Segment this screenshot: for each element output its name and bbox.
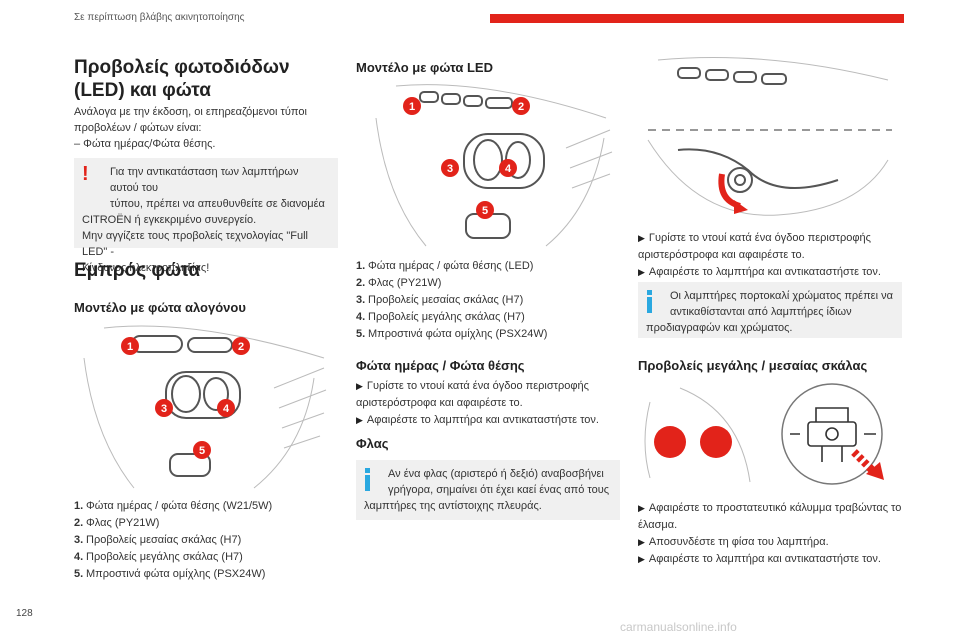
step-arrow-icon: ▶	[356, 415, 363, 425]
bulb-color-info-box: Οι λαμπτήρες πορτοκαλί χρώματος πρέπει ν…	[638, 282, 902, 338]
led-segment	[419, 91, 439, 103]
rotate-arrow	[718, 173, 741, 209]
diagram-outline	[83, 357, 135, 489]
subsection-day-lights: Φώτα ημέρας / Φώτα θέσης	[356, 358, 525, 373]
callout-marker	[121, 337, 139, 355]
header-accent-bar	[490, 14, 904, 23]
indicator-steps: ▶Γυρίστε το ντουί κατά ένα όγδοο περιστρ…	[638, 232, 881, 278]
callout-1: 1	[409, 101, 415, 113]
beam-bulb-diagram	[644, 383, 884, 485]
warning-icon: !	[82, 163, 89, 185]
callout-3: 3	[447, 163, 453, 175]
led-segment	[463, 95, 483, 107]
callout-marker	[217, 399, 235, 417]
callout-1: 1	[127, 341, 133, 353]
callout-marker	[476, 201, 494, 219]
pull-arrow	[851, 449, 875, 473]
halogen-headlamp-diagram: 1 2 3 4 5	[83, 325, 327, 489]
main-beam-housing	[463, 133, 545, 189]
beam-steps: ▶Αφαιρέστε το προστατευτικό κάλυμμα τραβ…	[638, 502, 902, 565]
callout-4: 4	[223, 403, 230, 415]
section-title-front-lights: Εμπρός φώτα	[74, 260, 201, 281]
callout-5: 5	[199, 445, 205, 457]
callout-4: 4	[505, 163, 512, 175]
list-item: 1.Φώτα ημέρας / φώτα θέσης (LED)	[356, 260, 534, 272]
led-bulb-list: 1.Φώτα ημέρας / φώτα θέσης (LED) 2.Φλας …	[356, 258, 626, 343]
step-arrow-icon: ▶	[638, 267, 645, 277]
callout-marker	[232, 337, 250, 355]
step-arrow-icon: ▶	[356, 381, 363, 391]
watermark: carmanualsonline.info	[620, 620, 737, 634]
indicator-info-box: Αν ένα φλας (αριστερό ή δεξιό) αναβοσβήν…	[356, 460, 620, 520]
list-item: 5.Μπροστινά φώτα ομίχλης (PSX24W)	[356, 328, 548, 340]
step-arrow-icon: ▶	[638, 537, 645, 547]
step-arrow-icon: ▶	[638, 233, 645, 243]
day-light-lamp	[131, 335, 183, 353]
intro-text: Ανάλογα με την έκδοση, οι επηρεαζόμενοι …	[74, 106, 307, 150]
subsection-halogen: Μοντέλο με φώτα αλογόνου	[74, 300, 246, 315]
led-callouts: 1 2 3 4 5	[403, 97, 530, 219]
led-headlamp-diagram: 1 2 3 4 5	[375, 84, 613, 247]
step-arrow-icon: ▶	[638, 554, 645, 564]
bulb-socket	[727, 167, 753, 193]
list-item: 3.Προβολείς μεσαίας σκάλας (H7)	[74, 534, 242, 546]
dipped-beam-lamp	[473, 139, 503, 181]
subsection-indicators: Φλας	[356, 436, 389, 451]
diagram-outline	[253, 377, 315, 489]
rotate-arrow-head	[734, 200, 748, 214]
callout-3: 3	[161, 403, 167, 415]
high-beam-cover	[700, 426, 732, 458]
callout-marker	[403, 97, 421, 115]
callout-marker	[441, 159, 459, 177]
list-item: 5.Μπροστινά φώτα ομίχλης (PSX24W)	[74, 568, 266, 580]
callout-marker	[499, 159, 517, 177]
main-beam-housing	[165, 371, 241, 419]
warning-box: ! Για την αντικατάσταση των λαμπτήρων αυ…	[74, 158, 338, 274]
callout-marker	[512, 97, 530, 115]
subsection-beams: Προβολείς μεγάλης / μεσαίας σκάλας	[638, 358, 868, 373]
indicator-bulb-diagram	[647, 57, 892, 216]
callout-5: 5	[482, 205, 488, 217]
list-item: 2.Φλας (PY21W)	[74, 517, 160, 529]
step-arrow-icon: ▶	[638, 503, 645, 513]
halogen-bulb-list: 1.Φώτα ημέρας / φώτα θέσης (W21/5W) 2.Φλ…	[74, 498, 344, 583]
subsection-led: Μοντέλο με φώτα LED	[356, 60, 493, 75]
info-icon	[365, 468, 371, 491]
fog-lamp	[169, 453, 211, 477]
dipped-beam-lamp	[171, 375, 201, 413]
day-light-steps: ▶Γυρίστε το ντουί κατά ένα όγδοο περιστρ…	[356, 380, 599, 426]
high-beam-lamp	[203, 377, 229, 411]
callout-marker	[155, 399, 173, 417]
page-number: 128	[16, 608, 33, 619]
halogen-callouts: 1 2 3 4 5	[121, 337, 250, 459]
led-segment	[441, 93, 461, 105]
callout-2: 2	[518, 101, 524, 113]
diagram-outline	[103, 325, 325, 359]
pull-arrow-head	[866, 462, 884, 480]
list-item: 4.Προβολείς μεγάλης σκάλας (H7)	[356, 311, 525, 323]
list-item: 2.Φλας (PY21W)	[356, 277, 442, 289]
list-item: 1.Φώτα ημέρας / φώτα θέσης (W21/5W)	[74, 500, 273, 512]
indicator-lamp	[187, 337, 233, 353]
info-icon	[647, 290, 653, 313]
list-item: 3.Προβολείς μεσαίας σκάλας (H7)	[356, 294, 524, 306]
indicator-lamp	[485, 97, 513, 109]
header-title: Σε περίπτωση βλάβης ακινητοποίησης	[74, 12, 245, 23]
callout-marker	[193, 441, 211, 459]
callout-2: 2	[238, 341, 244, 353]
dipped-beam-cover	[654, 426, 686, 458]
list-item: 4.Προβολείς μεγάλης σκάλας (H7)	[74, 551, 243, 563]
page-title: Προβολείς φωτοδιόδων (LED) και φώτα	[74, 57, 290, 101]
